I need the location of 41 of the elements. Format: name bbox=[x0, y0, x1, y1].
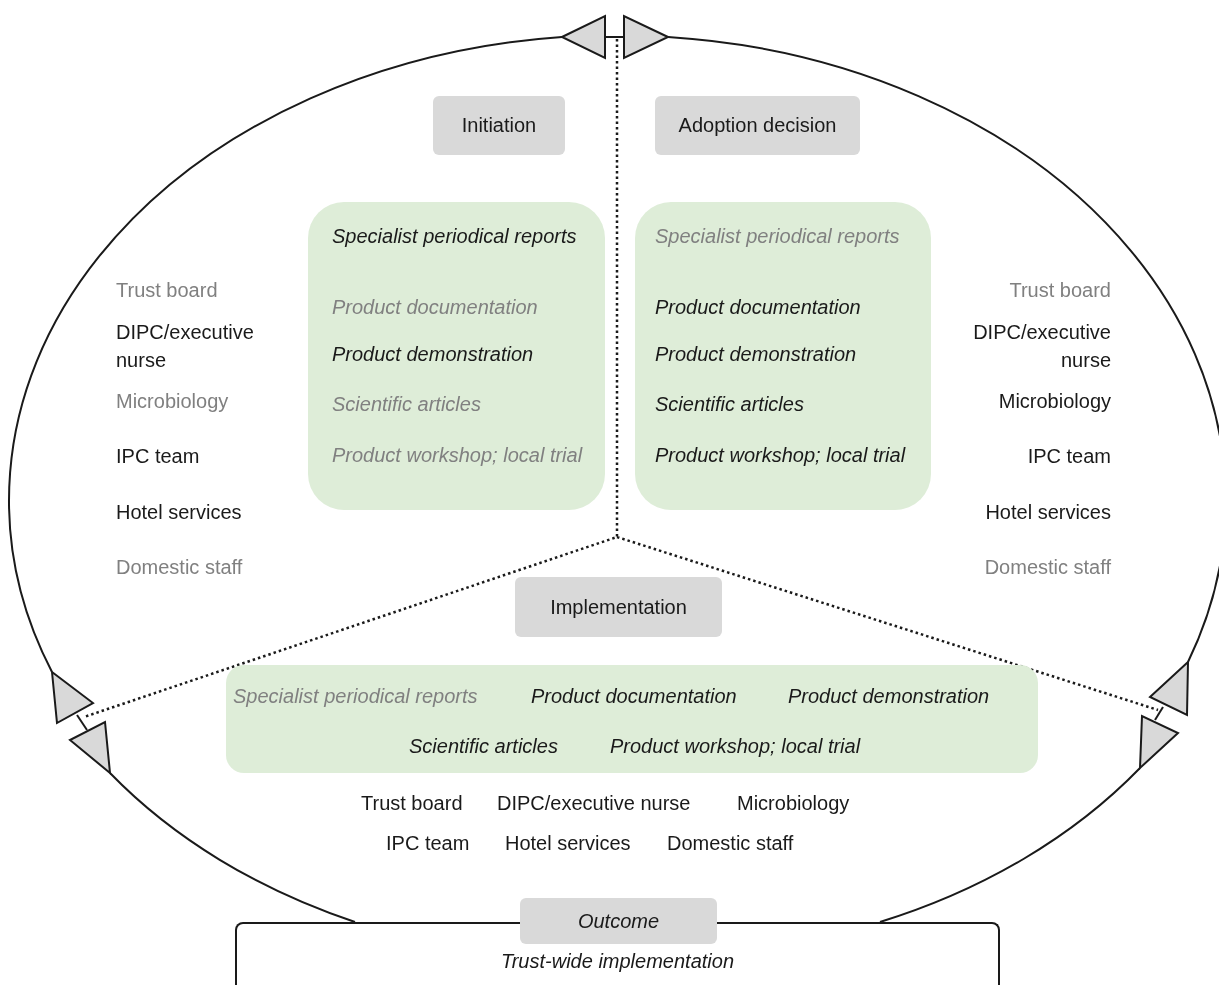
stakeholder-label: DIPC/executive nurse bbox=[497, 791, 691, 816]
stakeholder-label: Trust board bbox=[116, 278, 219, 303]
source-item: Product documentation bbox=[531, 684, 737, 709]
source-item: Specialist periodical reports bbox=[233, 684, 478, 709]
stage-header: Adoption decision bbox=[655, 96, 860, 155]
source-item: Product demonstration bbox=[788, 684, 990, 709]
stakeholder-label: DIPC/executive nurse bbox=[972, 320, 1111, 373]
stakeholder-label: Hotel services bbox=[984, 500, 1111, 525]
source-item: Product workshop; local trial bbox=[332, 443, 584, 468]
stakeholder-label: Hotel services bbox=[116, 500, 243, 525]
stakeholder-label: IPC team bbox=[116, 444, 201, 469]
stakeholder-label: Domestic staff bbox=[983, 555, 1111, 580]
outcome-text: Trust-wide implementation bbox=[499, 949, 735, 974]
source-item: Specialist periodical reports bbox=[332, 224, 578, 249]
source-item: Product demonstration bbox=[332, 342, 535, 367]
outcome-header: Outcome bbox=[520, 898, 717, 944]
information-source-panel bbox=[226, 665, 1038, 773]
information-source-panel bbox=[308, 202, 605, 510]
stakeholder-label: DIPC/executive nurse bbox=[116, 320, 255, 373]
source-item: Product documentation bbox=[655, 295, 862, 320]
source-item: Scientific articles bbox=[655, 392, 805, 417]
stakeholder-label: IPC team bbox=[386, 831, 470, 856]
source-item: Product workshop; local trial bbox=[610, 734, 861, 759]
stage-header: Initiation bbox=[433, 96, 565, 155]
source-item: Product workshop; local trial bbox=[655, 443, 907, 468]
source-item: Scientific articles bbox=[332, 392, 482, 417]
source-item: Product demonstration bbox=[655, 342, 858, 367]
stakeholder-label: Microbiology bbox=[997, 389, 1111, 414]
source-item: Specialist periodical reports bbox=[655, 224, 901, 249]
stakeholder-label: Trust board bbox=[1008, 278, 1111, 303]
stage-header: Implementation bbox=[515, 577, 722, 637]
information-source-panel bbox=[635, 202, 931, 510]
stakeholder-label: Domestic staff bbox=[116, 555, 244, 580]
stakeholder-label: Hotel services bbox=[505, 831, 631, 856]
source-item: Scientific articles bbox=[409, 734, 558, 759]
source-item: Product documentation bbox=[332, 295, 539, 320]
stakeholder-label: IPC team bbox=[1026, 444, 1111, 469]
stakeholder-label: Microbiology bbox=[116, 389, 230, 414]
stakeholder-label: Trust board bbox=[361, 791, 463, 816]
stakeholder-label: Domestic staff bbox=[667, 831, 794, 856]
stakeholder-label: Microbiology bbox=[737, 791, 850, 816]
